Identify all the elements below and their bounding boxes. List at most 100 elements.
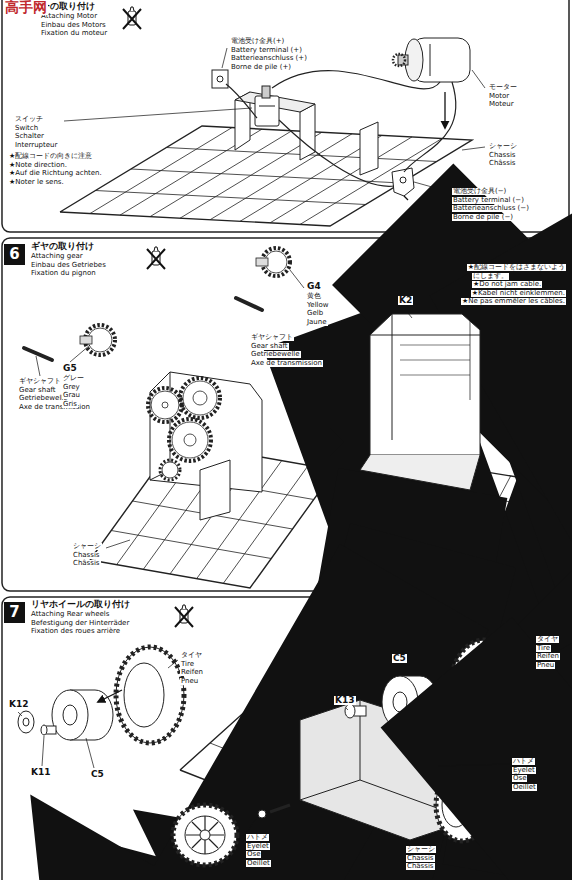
part-number: C5 <box>392 654 407 663</box>
part-label: ★Do not jam cable. <box>472 281 542 288</box>
assembly-arrow <box>271 525 572 880</box>
part-label: Getriebewelle <box>250 351 301 358</box>
part-label: シャーシ <box>72 543 102 550</box>
part-label: Fixation du pignon <box>30 270 97 277</box>
gear <box>162 402 168 408</box>
leader-line <box>86 738 94 768</box>
gear <box>180 378 220 418</box>
hub-part <box>18 711 34 733</box>
leader-line <box>404 308 412 318</box>
part-label: Battery terminal (+) <box>230 47 303 54</box>
gearbox <box>200 460 230 520</box>
wire <box>226 84 257 118</box>
motor <box>393 54 405 66</box>
leader-line <box>106 540 130 548</box>
part-label: ハトメ <box>512 758 535 765</box>
part-label: Einbau des Motors <box>40 22 107 29</box>
gear <box>183 381 217 415</box>
gear-shaft <box>24 348 52 360</box>
part-label: Motor <box>488 93 510 100</box>
part-label: Châssis <box>72 560 101 567</box>
part-label: Chassis <box>72 552 101 559</box>
gear <box>151 391 179 419</box>
leader-line <box>18 712 22 716</box>
battery-terminal-minus <box>392 168 414 196</box>
chassis <box>150 131 292 217</box>
part-label: シャーシ <box>488 143 518 150</box>
leader-line <box>290 270 304 288</box>
leader-line <box>400 838 404 846</box>
part-label: Chassis <box>488 152 517 159</box>
watermark: 高手网 <box>4 0 48 15</box>
gearbox <box>270 805 290 812</box>
part-label: ★Ne pas emmêler les câbles. <box>461 298 566 305</box>
part-label: Oeillet <box>512 784 537 791</box>
leader-line <box>64 108 252 121</box>
assembly-arrow <box>312 428 344 456</box>
part-label: Batterieanschluss (+) <box>230 55 308 62</box>
gear <box>162 462 178 478</box>
leader-line <box>470 298 471 400</box>
part-label: ★配線コードをはさまないよう <box>467 264 566 271</box>
leader-line <box>400 666 401 674</box>
hub-part <box>41 725 47 735</box>
part-label: Pneu <box>180 678 199 685</box>
part-label: Axe de transmission <box>250 360 323 367</box>
part-label: Grau <box>62 392 81 399</box>
part-number: G4 <box>306 282 322 291</box>
tire <box>124 663 164 727</box>
part-label: スイッチ <box>14 116 44 123</box>
gear <box>160 460 180 480</box>
gear-cover <box>360 314 480 490</box>
part-label: モーター <box>488 84 518 91</box>
part-label: Fixation du moteur <box>40 30 108 37</box>
chassis <box>96 191 366 205</box>
part-label: Chassis <box>406 855 435 862</box>
no-cement-icon <box>147 247 165 269</box>
step-title: ーの取り付け <box>40 2 96 11</box>
motor <box>430 44 431 76</box>
motor <box>393 38 470 82</box>
leader-line <box>36 356 40 376</box>
gear <box>193 391 207 405</box>
wire <box>272 71 440 89</box>
gear-shaft <box>236 298 262 310</box>
hub-part <box>18 704 366 735</box>
part-label: Jaune <box>306 319 328 326</box>
hub-part <box>23 718 29 726</box>
part-label: シャーシ <box>406 846 436 853</box>
battery-terminal-minus <box>392 168 414 196</box>
hub-part <box>345 704 355 718</box>
leader-line <box>438 764 510 766</box>
part-number: G5 <box>62 364 78 373</box>
wire <box>404 82 456 172</box>
tire <box>186 816 224 854</box>
leader-line <box>168 660 178 668</box>
assembly-arrow <box>404 196 408 200</box>
part-label: Gear shaft <box>18 387 57 394</box>
leader-line <box>244 816 258 836</box>
part-label: Einbau des Getriebes <box>30 262 107 269</box>
part-label: Tire <box>536 645 551 652</box>
part-label: Gelb <box>306 310 324 317</box>
part-label: Borne de pile (+) <box>230 64 292 71</box>
part-label: Tire <box>180 661 195 668</box>
leader-line <box>42 736 44 766</box>
part-label: Reifen <box>180 669 204 676</box>
gear-cover <box>360 455 480 490</box>
gear <box>169 419 211 461</box>
gear <box>80 336 92 344</box>
part-label: ハトメ <box>246 834 269 841</box>
part-label: グレー <box>62 375 85 382</box>
part-label: Öse <box>246 851 261 858</box>
part-label: Interrupteur <box>14 142 58 149</box>
part-number: K2 <box>398 296 413 305</box>
battery-terminal-minus <box>400 177 406 183</box>
leader-line <box>462 147 485 150</box>
wire <box>279 120 394 186</box>
part-label: Öse <box>512 775 527 782</box>
leader-line <box>36 270 470 548</box>
part-label: Gear shaft <box>250 343 289 350</box>
part-label: Batterieanschluss (−) <box>452 205 530 212</box>
